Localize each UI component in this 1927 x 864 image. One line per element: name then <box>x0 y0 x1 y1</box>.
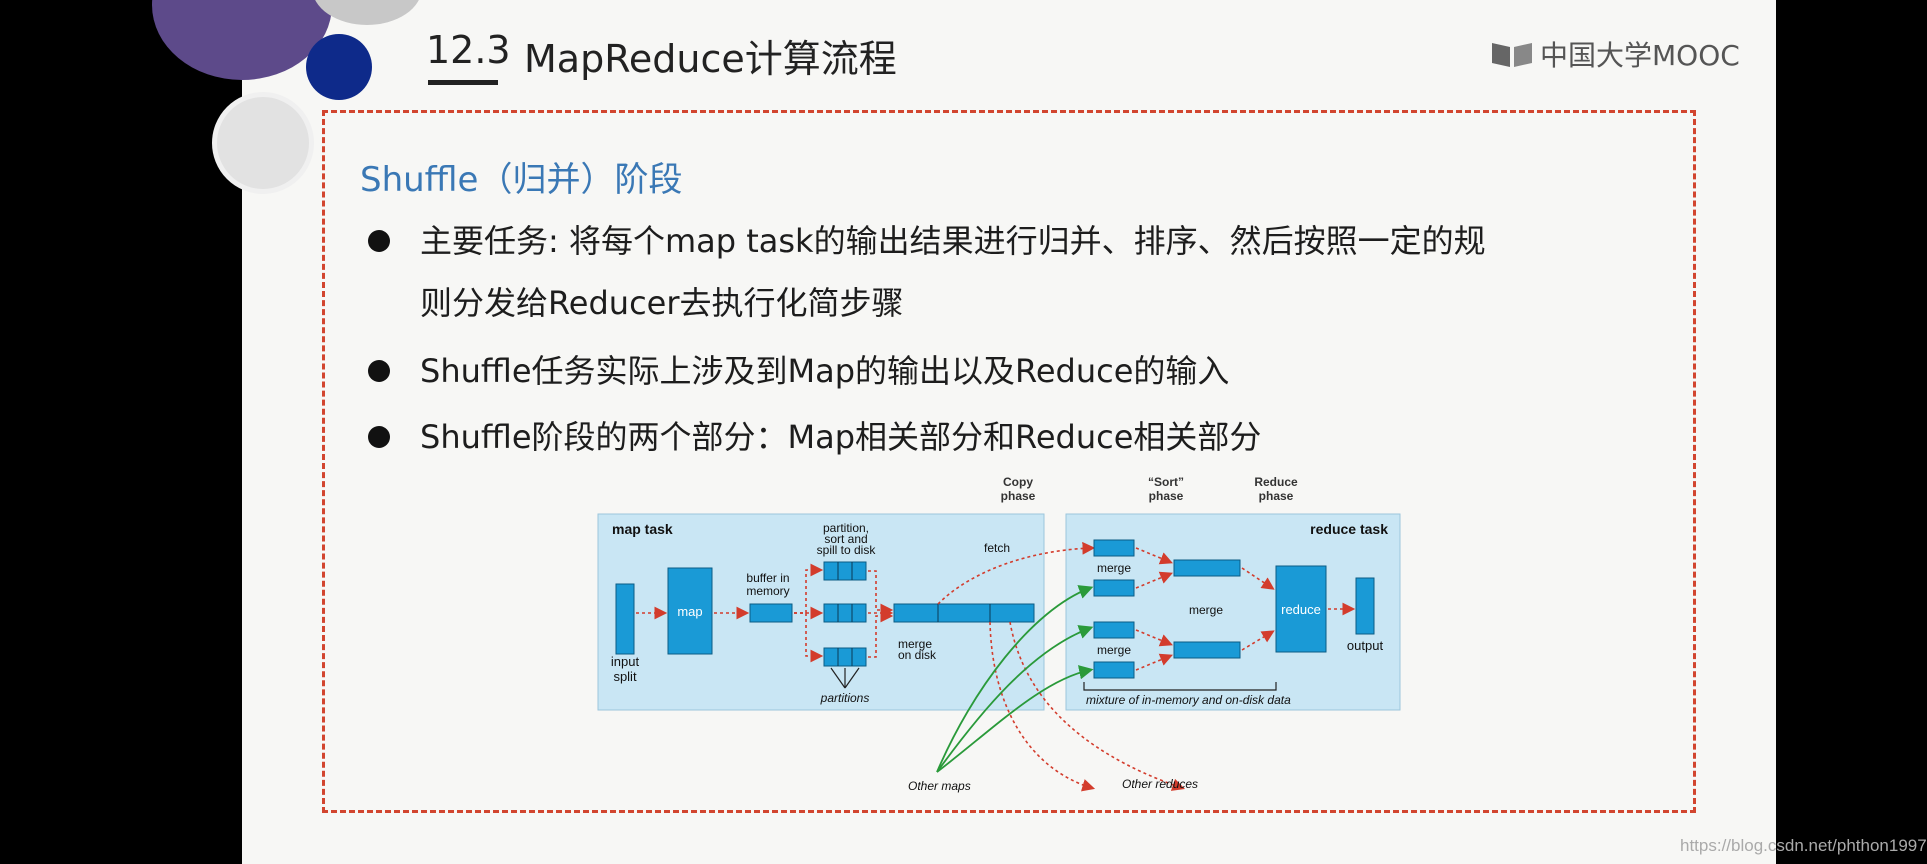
reduce-task-label: reduce task <box>1310 521 1388 537</box>
bullet-dot <box>368 360 390 382</box>
other-reduces-arrow <box>1009 621 1186 791</box>
reduce-box <box>1275 565 1327 653</box>
bullet-text: Shuffle任务实际上涉及到Map的输出以及Reduce的输入 <box>420 352 1230 390</box>
buffer-box <box>749 603 793 623</box>
fetch-label: fetch <box>984 541 1010 555</box>
title-underline <box>428 80 498 85</box>
map-label: map <box>677 604 702 619</box>
sort-phase-label: “Sort”phase <box>1148 475 1184 503</box>
spill-file-1 <box>823 561 867 581</box>
mixture-label: mixture of in-memory and on-disk data <box>1086 693 1291 707</box>
slide: 12.3 MapReduce计算流程 中国大学MOOC Shuffle（归并）阶… <box>152 0 1776 864</box>
fetched-box-4 <box>1093 661 1135 679</box>
map-task-label: map task <box>612 521 673 537</box>
arrow <box>1135 629 1173 647</box>
partitions-pointer <box>830 667 860 689</box>
arrow <box>1241 567 1275 590</box>
decorative-circle-navy <box>306 34 372 100</box>
merge-label: merge <box>1097 561 1131 575</box>
input-split-box <box>615 583 635 655</box>
section-number: 12.3 <box>426 28 511 72</box>
reduce-label: reduce <box>1281 602 1321 617</box>
partitions-label: partitions <box>820 691 870 705</box>
merge-label: merge <box>1189 603 1223 617</box>
other-reduces-label: Other reduces <box>1122 777 1198 791</box>
merged-output-box <box>893 603 1035 623</box>
book-icon <box>1492 43 1532 67</box>
fetch-arrow <box>937 541 1096 605</box>
output-label: output <box>1347 638 1384 653</box>
arrow <box>1135 653 1173 671</box>
merged-box-1 <box>1173 559 1241 577</box>
decorative-circle-light <box>212 92 314 194</box>
arrow <box>1135 547 1173 565</box>
bullet-dot <box>368 230 390 252</box>
other-maps-arrow <box>936 625 1094 773</box>
mixture-bracket <box>1083 682 1277 691</box>
arrow <box>868 609 894 658</box>
page-title: MapReduce计算流程 <box>524 37 897 81</box>
logo-text: 中国大学MOOC <box>1540 39 1740 72</box>
fetched-box-2 <box>1093 579 1135 597</box>
bullet-dot <box>368 426 390 448</box>
mooc-logo: 中国大学MOOC <box>1490 34 1740 74</box>
section-title: Shuffle（归并）阶段 <box>360 160 683 200</box>
arrow <box>1135 571 1173 589</box>
other-maps-label: Other maps <box>908 779 971 793</box>
other-maps-arrow <box>936 665 1094 773</box>
decorative-circle-purple <box>152 0 332 80</box>
other-reduces-arrow <box>989 621 1096 792</box>
content-frame <box>322 110 1696 813</box>
merged-box-2 <box>1173 641 1241 659</box>
watermark: https://blog.csdn.net/phthon1997 <box>1680 836 1927 855</box>
output-box <box>1355 577 1375 635</box>
other-maps-arrow <box>936 585 1094 773</box>
spill-file-3 <box>823 647 867 667</box>
fetched-box-3 <box>1093 621 1135 639</box>
spill-file-2 <box>823 603 867 623</box>
merge-label: merge <box>1097 643 1131 657</box>
bullet-text: 主要任务: 将每个map task的输出结果进行归并、排序、然后按照一定的规 <box>420 222 1486 260</box>
bullet-text: 则分发给Reducer去执行化简步骤 <box>420 284 904 322</box>
map-box <box>667 567 713 655</box>
fetched-box-1 <box>1093 539 1135 557</box>
arrow <box>794 612 824 663</box>
bullet-text: Shuffle阶段的两个部分：Map相关部分和Reduce相关部分 <box>420 418 1262 456</box>
